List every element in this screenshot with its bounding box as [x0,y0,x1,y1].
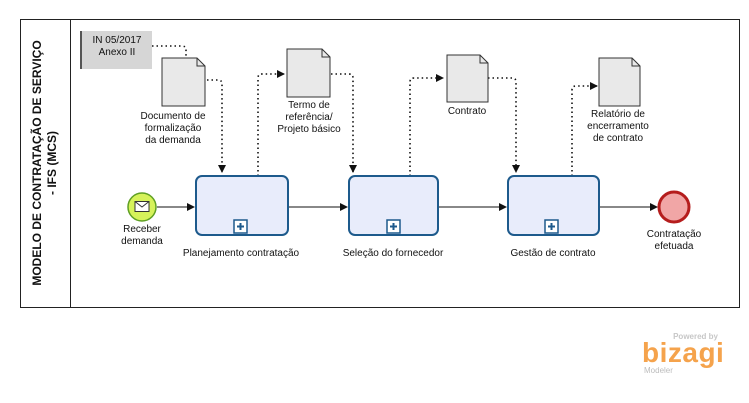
label-line: encerramento [587,121,649,132]
task-label-selecao: Seleção do fornecedor [342,248,444,259]
annotation-line1: IN 05/2017 [92,35,142,46]
label-line: Receber [123,224,161,235]
bizagi-watermark: Powered by bizagi Modeler [640,332,732,376]
label-line: demanda [121,236,163,247]
bizagi-logo: bizagi [642,337,725,368]
association-doc1-to-task1 [207,79,226,173]
powered-by-text: Powered by [673,332,718,341]
task-label-gestao: Gestão de contrato [510,248,596,259]
document-fold [479,55,488,64]
document-label-formalizacao: Documento de formalização da demanda [130,111,216,147]
association-annotation-to-doc1 [152,45,187,56]
label-line: Contrato [447,106,487,117]
document-label-termo: Termo de referência/ Projeto básico [264,100,354,136]
task-planejamento[interactable] [195,175,289,236]
task-selecao[interactable] [348,175,439,236]
label-line: Projeto básico [277,124,341,135]
end-event-label: Contratação efetuada [637,229,711,253]
start-event-message[interactable] [127,192,157,222]
end-event[interactable] [657,190,691,224]
text-annotation: IN 05/2017 Anexo II [80,31,152,69]
document-icon-contrato [446,54,489,103]
document-icon-relatorio [598,57,641,107]
task-label-planejamento: Planejamento contratação [182,248,300,259]
document-fold [631,58,640,67]
association-doc3-to-task3 [488,77,520,173]
label-line: Contratação [646,229,702,240]
modeler-text: Modeler [644,366,673,375]
start-event-label: Receber demanda [112,224,172,248]
document-icon-formalizacao [161,57,206,107]
label-line: Termo de [288,100,330,111]
pool-divider [70,19,71,308]
document-label-relatorio: Relatório de encerramento de contrato [572,109,664,145]
label-line: efetuada [654,241,694,252]
document-fold [321,49,330,58]
label-line: Documento de [140,111,206,122]
label-line: formalização [144,123,202,134]
label-line: de contrato [592,133,644,144]
association-task2-to-doc3 [409,74,444,176]
label-line: referência/ [285,112,333,123]
annotation-line2: Anexo II [98,47,136,58]
document-icon-termo [286,48,331,98]
association-task1-to-doc2 [257,70,285,176]
document-fold [196,58,205,67]
association-doc2-to-task2 [331,73,357,173]
label-line: da demanda [145,135,201,146]
label-line: Relatório de [591,109,645,120]
association-task3-to-doc4 [571,82,598,176]
document-label-contrato: Contrato [437,106,497,118]
task-gestao[interactable] [507,175,600,236]
